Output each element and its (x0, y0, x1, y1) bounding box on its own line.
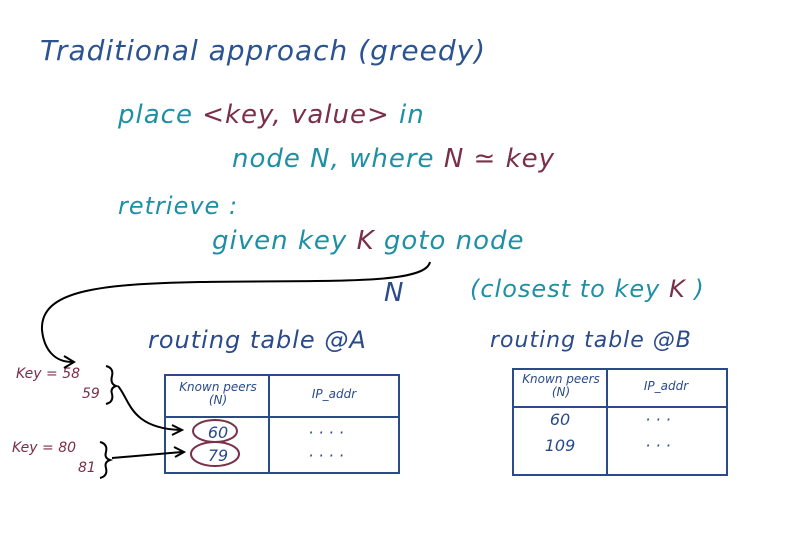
table-b-ip-2: · · · (645, 436, 671, 455)
goto-node-text: goto node (383, 226, 525, 256)
table-a-header-ip: IP_addr (311, 387, 357, 401)
notes-title: Traditional approach (greedy) (40, 34, 487, 67)
table-a-ip-2: · · · · (308, 446, 344, 465)
key-80-label: Key = 80 (12, 440, 77, 456)
closest-text: (closest to key (470, 275, 661, 303)
routing-table-a: Known peers (N) IP_addr 60 · · · · 79 · … (164, 374, 400, 474)
routing-table-a-title: routing table @A (148, 326, 367, 354)
table-b-header-peers: Known peers (N) (522, 372, 600, 399)
arrow-to-60 (117, 385, 181, 431)
table-a-header-peers: Known peers (N) (179, 380, 257, 407)
key-58-brace (105, 365, 120, 405)
arrow-to-79-head (173, 446, 187, 458)
key-58-label: Key = 58 (16, 366, 81, 382)
table-a-ip-1: · · · · (308, 423, 344, 442)
given-line: given key K goto node (212, 226, 525, 256)
retrieve-label: retrieve : (118, 192, 239, 220)
place-word: place (118, 100, 193, 130)
table-b-ip-1: · · · (645, 410, 671, 429)
circle-60 (192, 419, 238, 443)
arrow-to-60-head (171, 424, 185, 436)
table-divider (514, 406, 726, 408)
circle-79 (190, 441, 240, 467)
lookup-arrow (40, 261, 431, 363)
lookup-arrowhead (63, 355, 76, 369)
key-k: K (356, 226, 375, 256)
routing-table-b-title: routing table @B (490, 328, 692, 353)
table-b-peer-109: 109 (544, 436, 576, 455)
place-line: place <key, value> in (118, 100, 425, 130)
key-80-brace (99, 441, 114, 479)
table-a-peer-60: 60 (207, 423, 229, 442)
table-divider (166, 416, 398, 418)
key-59-label: 59 (82, 386, 100, 402)
key-value-pair: <key, value> (202, 100, 390, 130)
in-word: in (399, 100, 425, 130)
closest-k: K (668, 275, 686, 303)
given-key-text: given key (212, 226, 348, 256)
arrow-to-79 (111, 451, 183, 459)
table-a-peer-79: 79 (207, 446, 229, 465)
closest-paren: ) (694, 275, 705, 303)
node-n-label: N (384, 278, 405, 308)
node-line: node N, where N ≃ key (232, 144, 555, 174)
table-divider (606, 370, 608, 474)
n-approx-key: N ≃ key (443, 144, 556, 174)
table-b-header-ip: IP_addr (643, 379, 689, 393)
routing-table-b: Known peers (N) IP_addr 60 · · · 109 · ·… (512, 368, 728, 476)
table-b-peer-60: 60 (549, 410, 571, 429)
node-where-text: node N, where (232, 144, 435, 174)
key-81-label: 81 (78, 460, 96, 476)
table-divider (268, 376, 270, 472)
closest-line: (closest to key K ) (470, 275, 705, 303)
